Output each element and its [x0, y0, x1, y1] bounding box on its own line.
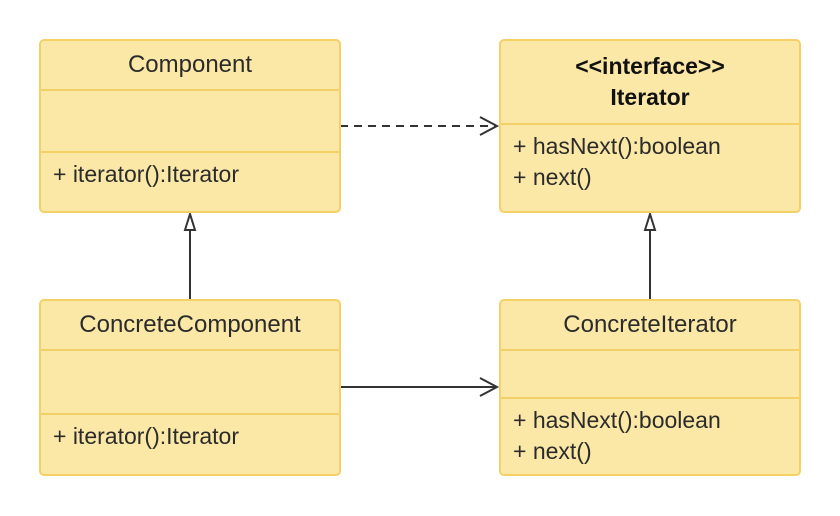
class-name: Iterator [610, 84, 690, 110]
operation: + next() [513, 438, 592, 464]
class-name-section: ConcreteIterator [501, 301, 799, 349]
class-name: ConcreteIterator [563, 311, 737, 338]
attributes-section [41, 89, 339, 151]
class-name-section: <<interface>> Iterator [501, 41, 799, 123]
dependency-component-to-iterator [340, 116, 500, 136]
class-name: Component [127, 51, 253, 78]
hollow-triangle-arrowhead [183, 210, 197, 231]
operation: + iterator():Iterator [53, 161, 239, 187]
operations-section: + iterator():Iterator [41, 413, 339, 474]
attributes-section [501, 349, 799, 397]
generalization-concretecomponent-to-component [183, 210, 197, 299]
class-name-section: Component [41, 41, 339, 89]
class-concrete-iterator[interactable]: ConcreteIterator + hasNext():boolean + n… [499, 299, 801, 476]
operations-section: + hasNext():boolean + next() [501, 397, 799, 474]
operation: + iterator():Iterator [53, 423, 239, 449]
operations-section: + iterator():Iterator [41, 151, 339, 211]
operations-section: + hasNext():boolean + next() [501, 123, 799, 211]
attributes-section [41, 349, 339, 413]
class-iterator-interface[interactable]: <<interface>> Iterator + hasNext():boole… [499, 39, 801, 213]
hollow-triangle-arrowhead [643, 210, 657, 231]
operation: + hasNext():boolean [513, 133, 721, 159]
stereotype-label: <<interface>> [575, 53, 725, 79]
association-concretecomponent-to-concreteiterator [340, 377, 500, 397]
operation: + next() [513, 164, 592, 190]
class-name: ConcreteComponent [79, 311, 301, 338]
operation: + hasNext():boolean [513, 407, 721, 433]
class-component[interactable]: Component + iterator():Iterator [39, 39, 341, 213]
realization-concreteiterator-to-iterator [643, 210, 657, 299]
class-concrete-component[interactable]: ConcreteComponent + iterator():Iterator [39, 299, 341, 476]
class-name-section: ConcreteComponent [41, 301, 339, 349]
